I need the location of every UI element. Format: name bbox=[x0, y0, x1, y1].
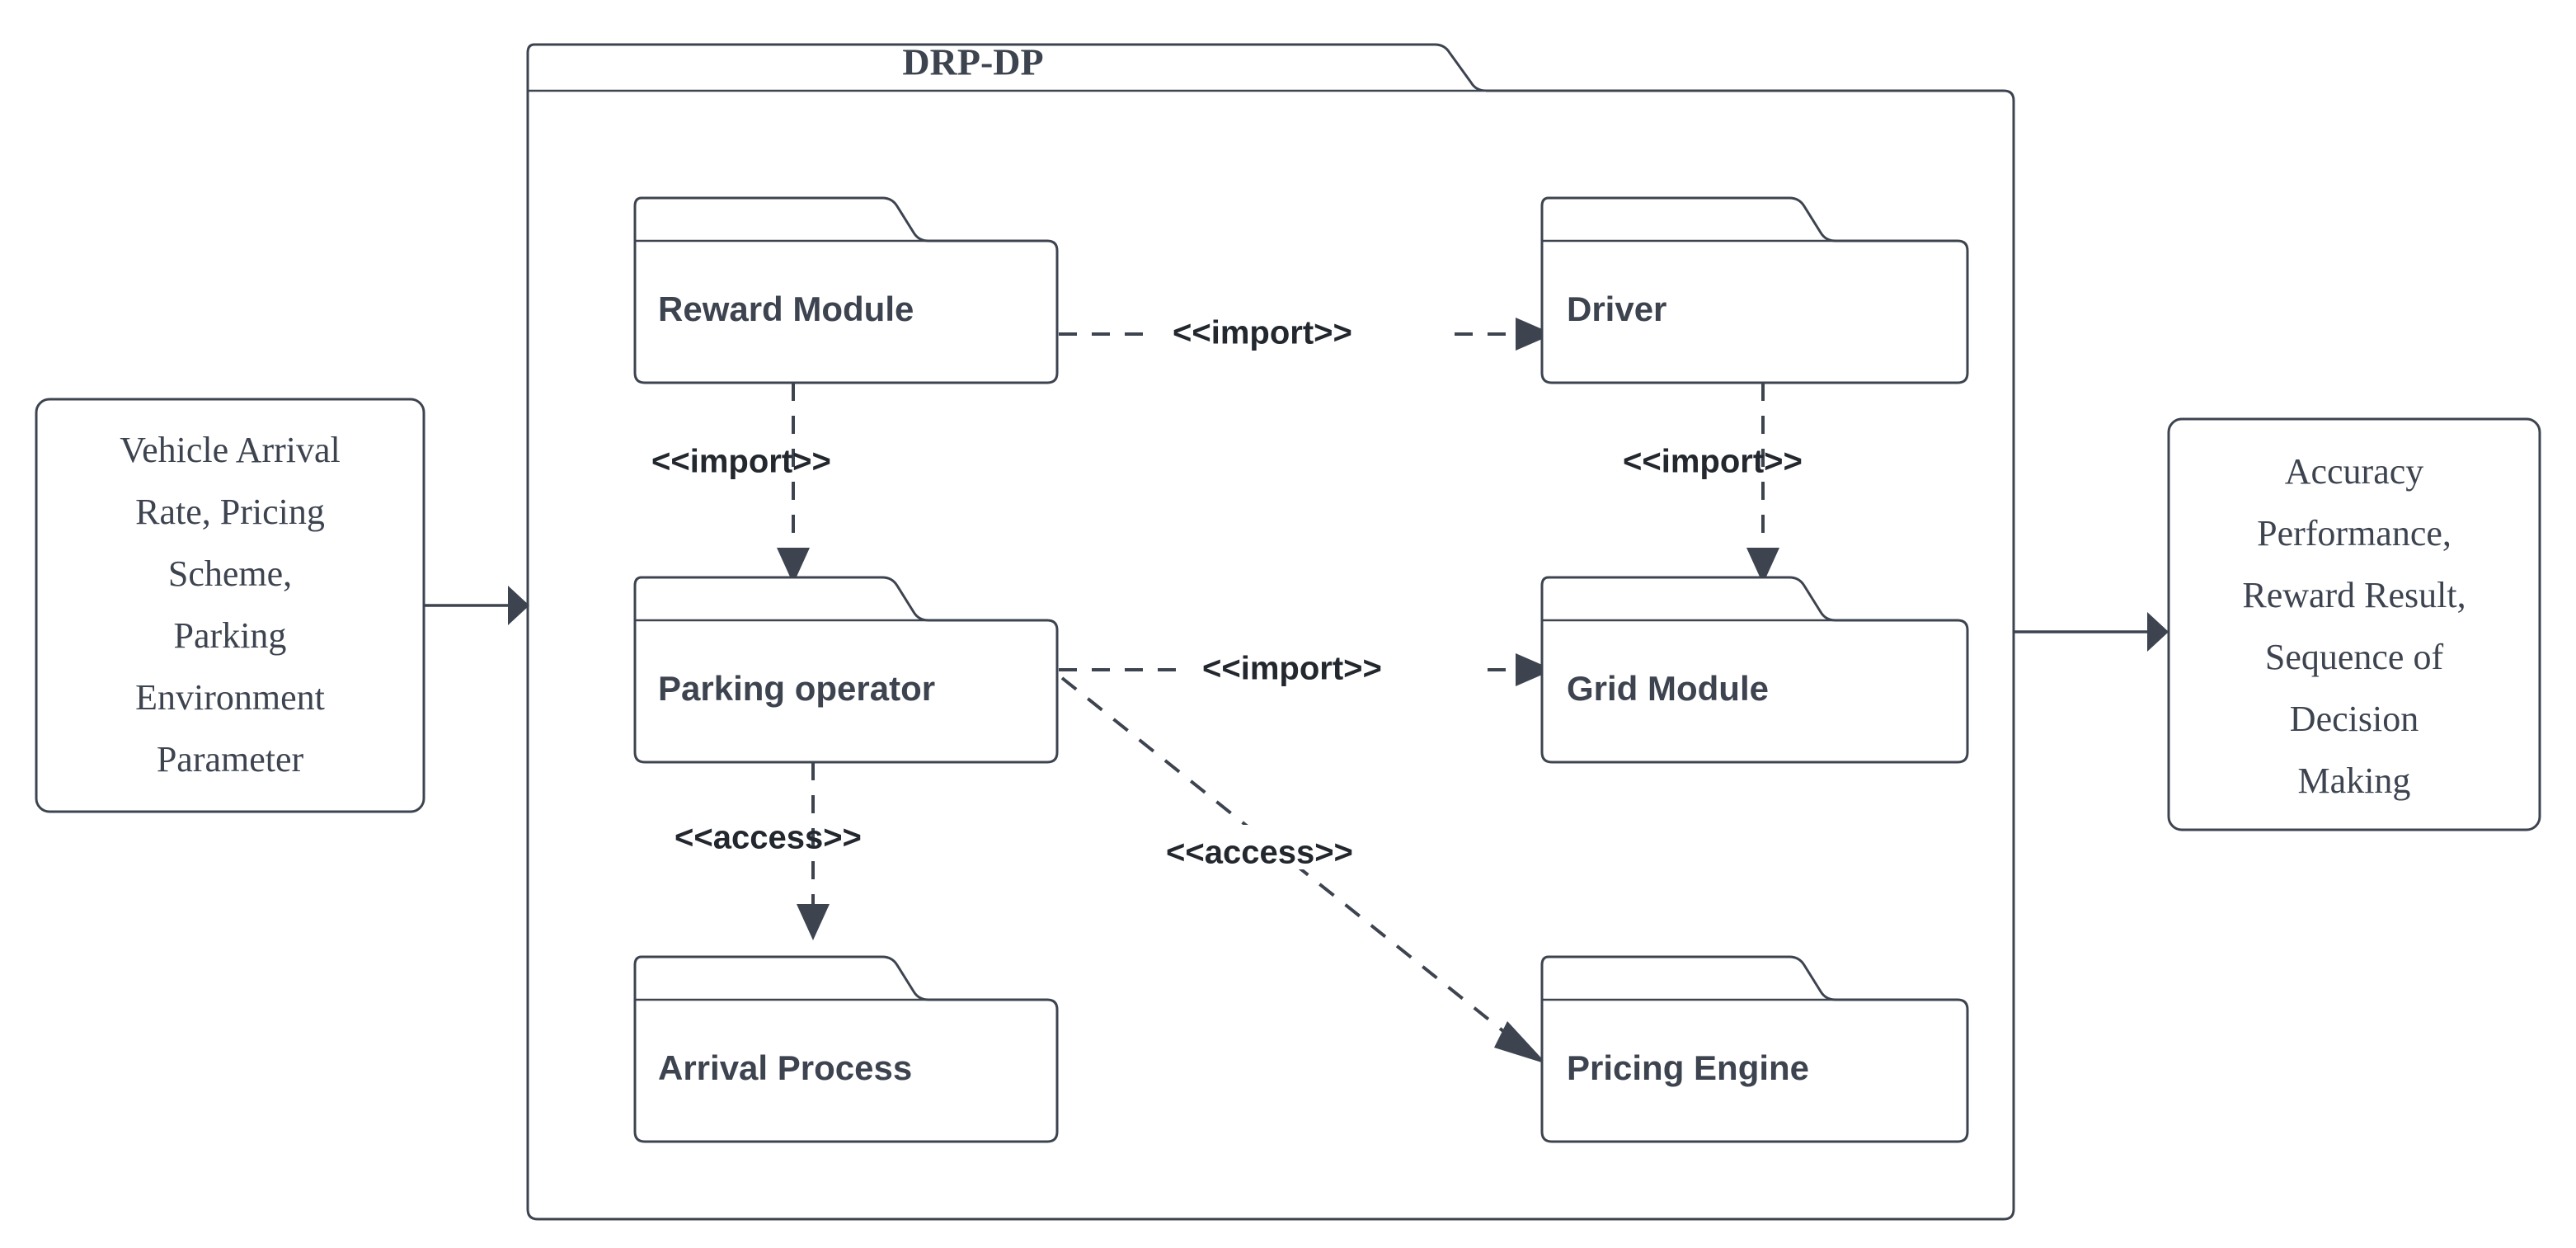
input-line-3: Scheme, bbox=[168, 553, 292, 594]
package-driver-shape bbox=[1540, 196, 1969, 384]
package-reward-module-shape bbox=[633, 196, 1059, 384]
package-pricing-engine-shape bbox=[1540, 955, 1969, 1143]
edge-parking-operator-to-arrival-process: <<access>> bbox=[675, 762, 862, 940]
edge-parking-arrival-arrowhead bbox=[797, 904, 830, 940]
edge-parking-pricing-label: <<access>> bbox=[1166, 835, 1353, 871]
output-box-rect bbox=[2167, 417, 2541, 831]
package-arrival-process-label: Arrival Process bbox=[658, 1048, 912, 1087]
edge-reward-parking-label: <<import>> bbox=[651, 444, 831, 480]
package-grid-module-label: Grid Module bbox=[1567, 669, 1769, 708]
edge-input-to-package bbox=[424, 586, 529, 625]
edge-reward-parking-arrowhead bbox=[777, 548, 810, 584]
edge-parking-operator-to-grid-module: <<import>> bbox=[1059, 648, 1554, 692]
output-results-box[interactable]: Accuracy Performance, Reward Result, Seq… bbox=[2167, 417, 2541, 831]
edge-parking-grid-label: <<import>> bbox=[1202, 651, 1382, 687]
edge-reward-driver-label: <<import>> bbox=[1173, 315, 1352, 351]
edge-output-arrowhead bbox=[2147, 612, 2169, 652]
edge-parking-grid-arrowhead bbox=[1516, 653, 1554, 686]
edge-parking-pricing-arrowhead bbox=[1494, 1021, 1547, 1064]
edge-driver-grid-arrowhead bbox=[1746, 548, 1779, 584]
package-parking-operator-label: Parking operator bbox=[658, 669, 935, 708]
edge-input-arrowhead bbox=[508, 586, 529, 625]
package-arrival-process-shape bbox=[633, 955, 1059, 1143]
edge-parking-grid-label-bg bbox=[1187, 648, 1474, 692]
output-line-2: Performance, bbox=[2257, 513, 2451, 553]
package-pricing-engine[interactable]: Pricing Engine bbox=[1540, 955, 1969, 1143]
edge-parking-pricing-label-bg bbox=[1154, 825, 1443, 869]
output-line-3: Reward Result, bbox=[2242, 575, 2466, 615]
edge-parking-arrival-label: <<access>> bbox=[675, 820, 862, 856]
edge-reward-driver-label-bg bbox=[1158, 312, 1445, 356]
package-driver-label: Driver bbox=[1567, 290, 1666, 328]
package-grid-module-shape bbox=[1540, 576, 1969, 764]
output-line-5: Decision bbox=[2290, 699, 2419, 739]
input-line-2: Rate, Pricing bbox=[135, 492, 325, 532]
input-line-6: Parameter bbox=[157, 739, 304, 779]
edge-reward-to-parking-operator: <<import>> bbox=[651, 383, 831, 584]
package-pricing-engine-label: Pricing Engine bbox=[1567, 1048, 1809, 1087]
edge-driver-grid-label: <<import>> bbox=[1623, 444, 1803, 480]
package-driver[interactable]: Driver bbox=[1540, 196, 1969, 384]
input-parameters-box[interactable]: Vehicle Arrival Rate, Pricing Scheme, Pa… bbox=[35, 398, 425, 813]
output-line-6: Making bbox=[2298, 761, 2411, 801]
input-line-5: Environment bbox=[135, 677, 325, 718]
package-parking-operator-shape bbox=[633, 576, 1059, 764]
output-line-4: Sequence of bbox=[2265, 637, 2444, 677]
output-line-1: Accuracy bbox=[2285, 451, 2424, 492]
package-arrival-process[interactable]: Arrival Process bbox=[633, 955, 1059, 1143]
input-line-4: Parking bbox=[174, 615, 287, 656]
edge-package-to-output bbox=[2014, 612, 2169, 652]
package-reward-module[interactable]: Reward Module bbox=[633, 196, 1059, 384]
package-parking-operator[interactable]: Parking operator bbox=[633, 576, 1059, 764]
edge-parking-operator-to-pricing-engine: <<access>> bbox=[1060, 676, 1547, 1064]
package-grid-module[interactable]: Grid Module bbox=[1540, 576, 1969, 764]
outer-package-title: DRP-DP bbox=[902, 41, 1043, 83]
edge-driver-to-grid-module: <<import>> bbox=[1623, 383, 1803, 584]
edge-reward-driver-arrowhead bbox=[1516, 318, 1554, 351]
input-line-1: Vehicle Arrival bbox=[120, 430, 341, 470]
edge-reward-to-driver: <<import>> bbox=[1059, 312, 1554, 356]
package-reward-module-label: Reward Module bbox=[658, 290, 914, 328]
outer-package-tab-left bbox=[526, 43, 535, 82]
